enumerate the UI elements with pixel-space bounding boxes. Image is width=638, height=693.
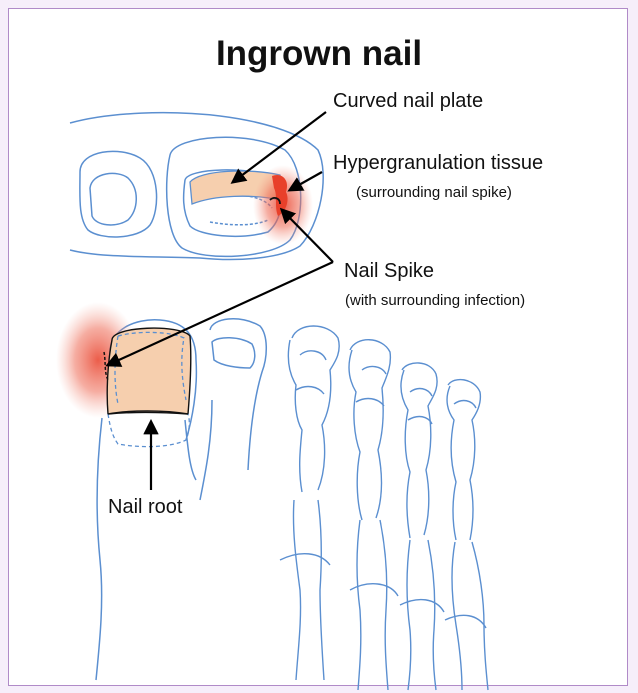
label-hypergranulation-sub: (surrounding nail spike): [356, 184, 512, 201]
label-hypergranulation-tissue: Hypergranulation tissue: [333, 152, 543, 175]
second-toe-outline: [210, 319, 266, 470]
label-curved-nail-plate: Curved nail plate: [333, 90, 483, 113]
arrow-nail-spike-bottom: [108, 262, 333, 365]
big-toe-nail: [107, 328, 191, 414]
label-nail-spike-sub: (with surrounding infection): [345, 292, 525, 309]
label-nail-root: Nail root: [108, 496, 182, 519]
label-nail-spike: Nail Spike: [344, 260, 434, 283]
page-title: Ingrown nail: [0, 34, 638, 74]
toe-skeleton: [280, 326, 488, 690]
pointer-arrows: [108, 112, 333, 490]
nail-root-area: [108, 414, 189, 447]
